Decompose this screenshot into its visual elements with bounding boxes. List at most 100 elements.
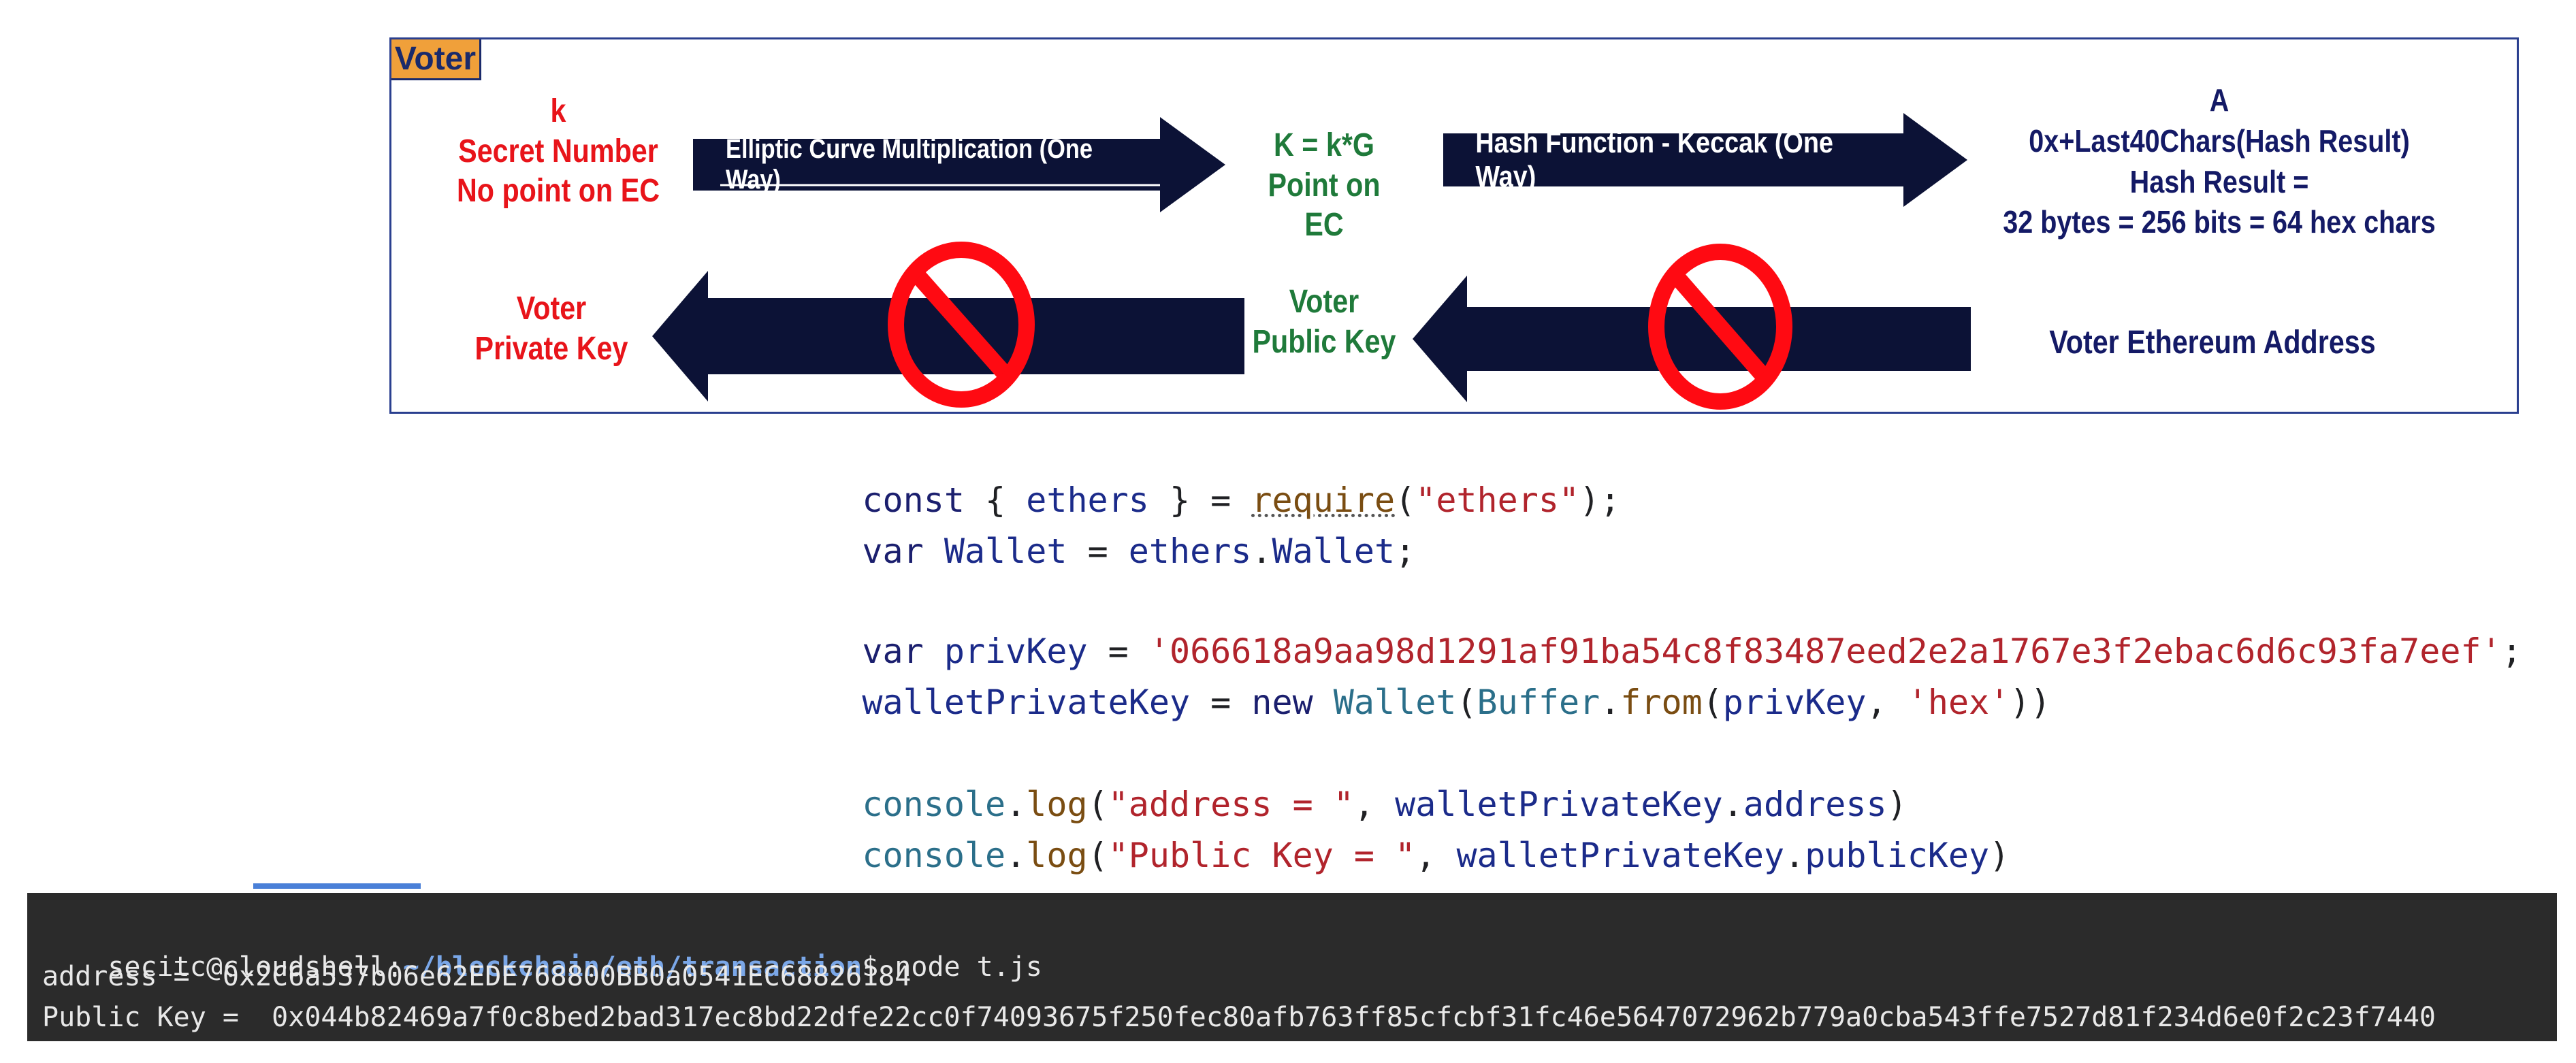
- reverse-ec-arrow: [652, 271, 1244, 402]
- secret-k: k: [550, 93, 566, 129]
- string: "ethers": [1415, 480, 1580, 520]
- private-key-text: Private Key: [474, 330, 628, 367]
- identifier: walletPrivateKey: [1395, 785, 1723, 824]
- ec-multiplication-arrow: Elliptic Curve Multiplication (One Way): [693, 117, 1225, 212]
- public-point-formula: K = k*G: [1273, 127, 1374, 163]
- keyword: const: [862, 480, 965, 520]
- code-line-4: walletPrivateKey = new Wallet(Buffer.fro…: [780, 643, 2050, 762]
- private-key-label: Voter Private Key: [464, 289, 639, 369]
- ec-multiplication-label: Elliptic Curve Multiplication (One Way): [726, 134, 1093, 195]
- secret-number-label: k Secret Number No point on EC: [453, 92, 664, 212]
- prompt-path: ~/blockchain/eth/transaction: [402, 951, 863, 983]
- address-derivation-label: A 0x+Last40Chars(Hash Result) Hash Resul…: [1985, 80, 2453, 243]
- function: from: [1620, 683, 1703, 722]
- punct: .: [1005, 785, 1027, 824]
- punct: .: [1600, 683, 1621, 722]
- punct: } =: [1148, 480, 1252, 520]
- string: "address = ": [1108, 785, 1354, 824]
- punct: (: [1087, 836, 1108, 875]
- prohibited-icon: [886, 240, 1036, 410]
- code-line-3: var privKey = '066618a9aa98d1291af91ba54…: [780, 592, 2522, 710]
- terminal-prompt-line: secitc@cloudshell:~/blockchain/eth/trans…: [42, 920, 1042, 1014]
- arrow-right-icon: [693, 117, 1225, 212]
- terminal-address-line: address = 0x2C6a537b06e62EDE768800BB0a05…: [42, 961, 912, 992]
- object: console: [862, 785, 1006, 824]
- hash-function-arrow: Hash Function - Keccak (One Way): [1443, 113, 1967, 207]
- punct: =: [1067, 532, 1129, 571]
- class-name: Buffer: [1477, 683, 1600, 722]
- arrow-left-icon: [1413, 276, 1971, 402]
- identifier: address: [1743, 785, 1887, 824]
- hash-function-label: Hash Function - Keccak (One Way): [1475, 126, 1833, 193]
- arrow-left-icon: [652, 271, 1244, 402]
- hash-result-text: Hash Result =: [2129, 163, 2309, 199]
- punct: )): [2010, 683, 2051, 722]
- code-line-1: const { ethers } = require("ethers");: [780, 441, 1620, 559]
- code-line-6: console.log("Public Key = ", walletPriva…: [780, 796, 2010, 915]
- public-point-label: K = k*G Point on EC: [1245, 126, 1403, 246]
- punct: (: [1087, 785, 1108, 824]
- function: log: [1026, 785, 1088, 824]
- punct: (: [1395, 480, 1416, 520]
- punct: .: [1251, 532, 1272, 571]
- punct: {: [964, 480, 1027, 520]
- punct: =: [1087, 632, 1149, 671]
- voter-text: Voter: [1289, 284, 1359, 320]
- punct: ,: [1866, 683, 1907, 722]
- string: '066618a9aa98d1291af91ba54c8f83487eed2e2…: [1148, 632, 2502, 671]
- keyword: new: [1251, 683, 1313, 722]
- secret-number-text: Secret Number: [458, 133, 658, 169]
- punct: .: [1722, 785, 1743, 824]
- last40-formula: 0x+Last40Chars(Hash Result): [2029, 122, 2410, 159]
- identifier: privKey: [1722, 683, 1867, 722]
- punct: ;: [2501, 632, 2522, 671]
- class-name: Wallet: [1333, 683, 1457, 722]
- identifier: Wallet: [1272, 532, 1396, 571]
- terminal-output[interactable]: secitc@cloudshell:~/blockchain/eth/trans…: [27, 893, 2557, 1041]
- punct: .: [1005, 836, 1027, 875]
- terminal-tab-indicator[interactable]: [253, 883, 421, 889]
- punct: (: [1456, 683, 1477, 722]
- keyword: var: [862, 532, 924, 571]
- identifier: privKey: [944, 632, 1088, 671]
- terminal-public-key-line: Public Key = 0x044b82469a7f0c8bed2bad317…: [42, 1002, 2436, 1033]
- punct: ,: [1353, 785, 1396, 824]
- prompt-user: secitc@cloudshell:: [108, 951, 403, 983]
- code-line-2: var Wallet = ethers.Wallet;: [780, 492, 1415, 610]
- prohibited-icon: [1647, 242, 1793, 412]
- identifier: ethers: [1128, 532, 1252, 571]
- punct: (: [1702, 683, 1723, 722]
- code-editor: const { ethers } = require("ethers"); va…: [745, 422, 2522, 875]
- punct: =: [1190, 683, 1252, 722]
- voter-tag: Voter: [391, 39, 481, 80]
- public-key-text: Public Key: [1252, 323, 1396, 360]
- string: "Public Key = ": [1108, 836, 1416, 875]
- hash-size-text: 32 bytes = 256 bits = 64 hex chars: [2003, 204, 2436, 240]
- point-on-ec-text: Point on EC: [1268, 167, 1381, 244]
- identifier: walletPrivateKey: [1456, 836, 1785, 875]
- function: log: [1026, 836, 1088, 875]
- public-key-label: Voter Public Key: [1251, 282, 1398, 362]
- address-a: A: [2209, 82, 2229, 118]
- keyword: var: [862, 632, 924, 671]
- punct: ): [1886, 785, 1907, 824]
- string: 'hex': [1907, 683, 2010, 722]
- function: require: [1251, 480, 1396, 520]
- punct: ): [1989, 836, 2010, 875]
- arrow-right-icon: [1443, 113, 1967, 207]
- identifier: publicKey: [1805, 836, 1990, 875]
- identifier: walletPrivateKey: [862, 683, 1191, 722]
- prompt-command: $ node t.js: [862, 951, 1043, 983]
- punct: ;: [1395, 532, 1416, 571]
- reverse-hash-arrow: [1413, 276, 1971, 402]
- code-line-5: console.log("address = ", walletPrivateK…: [780, 745, 1907, 864]
- object: console: [862, 836, 1006, 875]
- punct: .: [1784, 836, 1805, 875]
- punct: [924, 532, 944, 571]
- identifier: ethers: [1026, 480, 1149, 520]
- voter-text: Voter: [516, 291, 587, 327]
- punct: );: [1579, 480, 1621, 520]
- punct: [1313, 683, 1334, 722]
- identifier: Wallet: [944, 532, 1067, 571]
- punct: ,: [1415, 836, 1457, 875]
